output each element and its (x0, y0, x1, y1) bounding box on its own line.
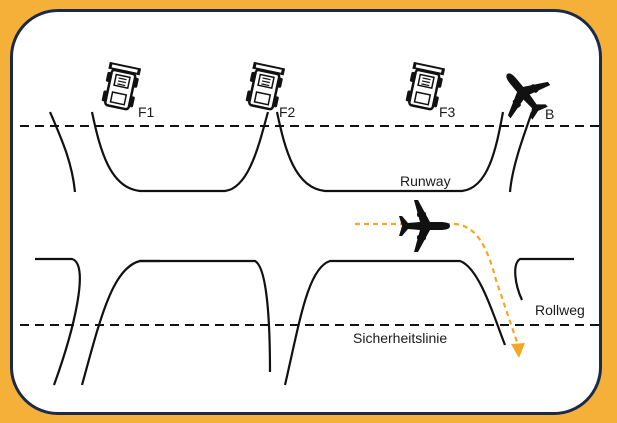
taxiway-edges (35, 257, 574, 386)
runway-bay-2 (275, 111, 505, 193)
label-aircraft-b: B (545, 106, 554, 122)
airplane-icon (399, 200, 450, 252)
label-taxiway: Rollweg (535, 302, 585, 318)
taxi-route (355, 222, 520, 346)
label-runway: Runway (400, 173, 451, 189)
label-tractor-3: F3 (439, 104, 456, 120)
taxi-edge-3 (140, 259, 272, 373)
label-tractor-2: F2 (279, 104, 296, 120)
taxi-edge-5 (514, 257, 574, 301)
route-arrowhead (511, 343, 525, 358)
taxi-edge-4 (283, 259, 507, 386)
aircraft-tug-icon (99, 60, 143, 112)
label-tractor-1: F1 (138, 104, 155, 120)
taxi-edge-2 (80, 259, 160, 386)
runway-edges (48, 111, 534, 193)
connector-edge-right (508, 111, 534, 193)
runway-bay-1 (90, 111, 270, 193)
label-safety-line: Sicherheitslinie (353, 330, 447, 346)
taxi-edge-1 (35, 257, 81, 386)
connector-edge-left (48, 111, 77, 193)
